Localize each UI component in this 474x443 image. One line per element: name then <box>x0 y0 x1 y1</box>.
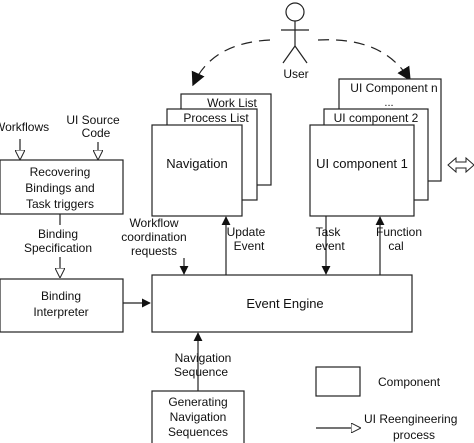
ui-source-code-label-2: Code <box>82 126 111 140</box>
legend-component-label: Component <box>378 375 441 389</box>
binding-interpreter-line-2: Interpreter <box>33 305 88 319</box>
generating-line-1: Generating <box>168 395 227 409</box>
binding-interpreter-line-1: Binding <box>41 289 81 303</box>
binding-spec-line-2: Specification <box>24 241 92 255</box>
generating-line-2: Navigation <box>170 410 227 424</box>
legend-component-swatch <box>315 366 361 397</box>
workflow-requests-line-3: requests <box>131 244 177 258</box>
legend-process-line-2: process <box>393 428 435 442</box>
ui-source-code-label-1: UI Source <box>66 113 120 127</box>
ui-component-1-label: UI component 1 <box>316 156 408 171</box>
workflow-requests-line-2: coordination <box>121 230 186 244</box>
user-label: User <box>283 67 308 81</box>
workflow-requests-line-1: Workflow <box>129 216 178 230</box>
navigation-sequence-line-1: Navigation <box>175 351 232 365</box>
ui-component-2-label: UI component 2 <box>334 111 419 125</box>
user-actor: User <box>281 2 309 81</box>
ui-stack-ellipsis: ... <box>384 97 393 109</box>
event-engine-box <box>151 274 413 333</box>
task-event-line-1: Task <box>316 225 342 239</box>
recovering-box <box>0 159 124 215</box>
navigation-stack: Work List Process List Navigation <box>151 93 272 217</box>
update-event-line-1: Update <box>227 225 266 239</box>
navigation-label: Navigation <box>166 156 227 171</box>
double-arrow-icon <box>447 156 474 174</box>
recovering-line-1: Recovering <box>30 165 91 179</box>
generating-line-3: Sequences <box>168 425 228 439</box>
ui-component-n-label: UI Component n <box>350 81 437 95</box>
user-to-navigation-arc <box>191 39 271 87</box>
work-list-label: Work List <box>207 96 257 110</box>
legend-process-line-1: UI Reengineering <box>364 412 457 426</box>
task-event-line-2: event <box>315 239 345 253</box>
ui-component-1-box <box>309 124 415 217</box>
workflows-label: Workflows <box>0 120 49 134</box>
update-event-line-2: Event <box>234 239 265 253</box>
navigation-sequence-line-2: Sequence <box>174 365 228 379</box>
ui-component-stack: UI Component n ... UI component 2 UI com… <box>309 78 442 217</box>
recovering-line-3: Task triggers <box>26 197 94 211</box>
function-call-line-2: cal <box>388 239 403 253</box>
binding-interpreter-box <box>0 278 124 333</box>
recovering-line-2: Bindings and <box>25 181 94 195</box>
user-to-ui-arc <box>317 39 411 82</box>
navigation-box <box>151 124 243 217</box>
function-call-line-1: Function <box>376 225 422 239</box>
event-engine-label: Event Engine <box>246 296 323 311</box>
process-list-label: Process List <box>183 111 249 125</box>
legend: Component UI Reengineering process <box>315 366 457 442</box>
user-head-icon <box>285 2 305 22</box>
generating-box <box>151 390 245 443</box>
binding-spec-line-1: Binding <box>38 227 78 241</box>
